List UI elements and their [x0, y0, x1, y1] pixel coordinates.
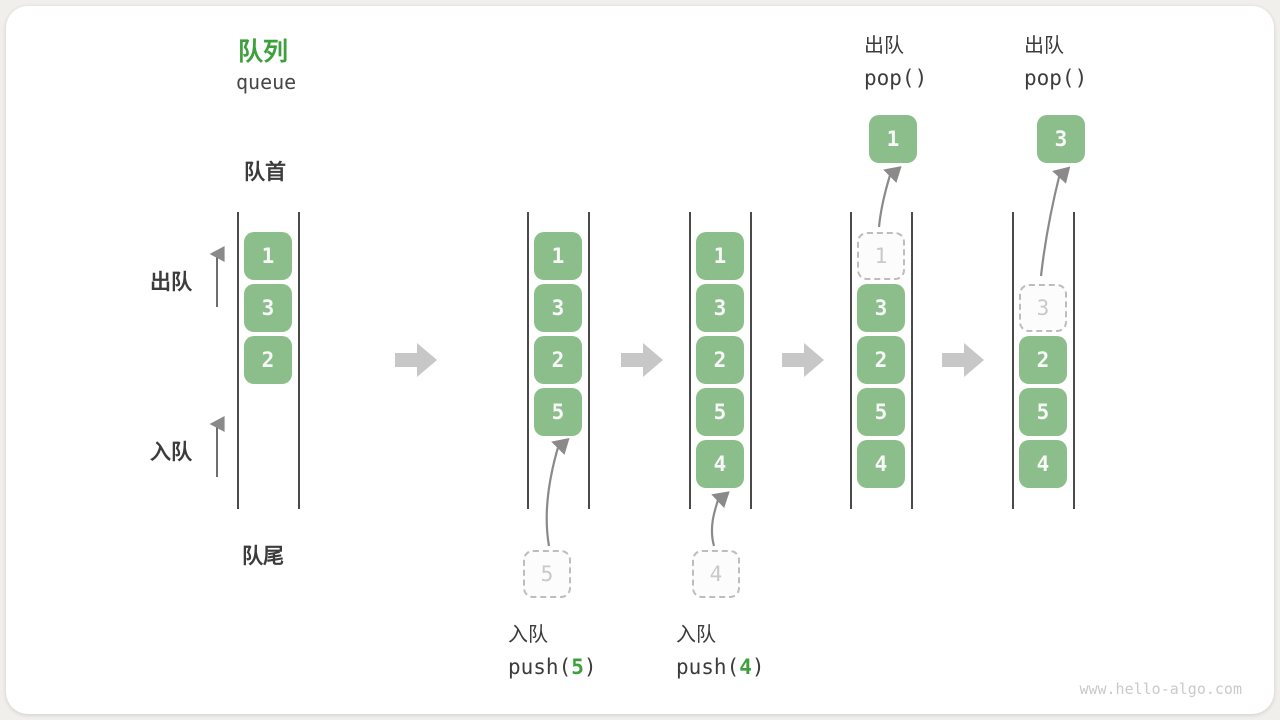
code-arg: 5: [571, 655, 584, 679]
dequeue-op-code: pop(): [864, 66, 928, 90]
queue-wall-line: [1012, 212, 1014, 509]
enqueue-op-label: 入队: [508, 624, 548, 646]
queue-wall-line: [527, 212, 529, 509]
pending-enqueue-item: 4: [692, 550, 740, 598]
pending-enqueue-item: 5: [523, 550, 571, 598]
queue-item: 1: [696, 232, 744, 280]
watermark: www.hello-algo.com: [1079, 680, 1242, 698]
queue-item: 1: [534, 232, 582, 280]
queue-item: 5: [696, 388, 744, 436]
code-post: ): [583, 655, 597, 679]
queue-item: 5: [1019, 388, 1067, 436]
queue-item: 1: [244, 232, 292, 280]
queue-wall-line: [750, 212, 752, 509]
queue-item: 3: [534, 284, 582, 332]
queue-item: 2: [244, 336, 292, 384]
dequeue-op-pop-1: 出队 pop(): [864, 31, 927, 95]
label-queue-rear: 队尾: [242, 545, 284, 568]
dequeue-op-code: pop(): [1024, 66, 1088, 90]
queue-item: 4: [857, 440, 905, 488]
code-pre: push(: [676, 655, 740, 679]
diagram-card: [6, 6, 1274, 714]
queue-item: 4: [1019, 440, 1067, 488]
enqueue-op-code: push(4): [676, 650, 765, 684]
dequeue-op-label: 出队: [1024, 35, 1064, 57]
queue-wall-line: [689, 212, 691, 509]
diagram-title: 队列: [238, 38, 289, 66]
popped-item: 1: [869, 115, 917, 163]
queue-wall-line: [911, 212, 913, 509]
queue-item: 3: [696, 284, 744, 332]
queue-item: 2: [534, 336, 582, 384]
label-queue-front: 队首: [244, 161, 286, 184]
queue-item: 3: [244, 284, 292, 332]
queue-item-ghost: 3: [1019, 284, 1067, 332]
queue-item: 5: [857, 388, 905, 436]
dequeue-op-pop-3: 出队 pop(): [1024, 31, 1087, 95]
queue-item: 2: [1019, 336, 1067, 384]
code-pre: push(: [508, 655, 572, 679]
queue-item: 2: [696, 336, 744, 384]
queue-item: 2: [857, 336, 905, 384]
queue-wall-line: [298, 212, 300, 509]
queue-wall-line: [1073, 212, 1075, 509]
queue-item: 5: [534, 388, 582, 436]
diagram-subtitle: queue: [236, 70, 297, 94]
enqueue-op-label: 入队: [676, 624, 716, 646]
popped-item: 3: [1037, 115, 1085, 163]
queue-item: 3: [857, 284, 905, 332]
queue-item: 4: [696, 440, 744, 488]
enqueue-op-push-5: 入队 push(5): [508, 620, 597, 684]
queue-wall-line: [850, 212, 852, 509]
code-arg: 4: [739, 655, 752, 679]
queue-item-ghost: 1: [857, 232, 905, 280]
queue-wall-line: [237, 212, 239, 509]
code-post: ): [751, 655, 765, 679]
queue-wall-line: [588, 212, 590, 509]
dequeue-op-label: 出队: [864, 35, 904, 57]
label-enqueue-side: 入队: [150, 441, 192, 464]
label-dequeue-side: 出队: [150, 271, 192, 294]
enqueue-op-push-4: 入队 push(4): [676, 620, 765, 684]
enqueue-op-code: push(5): [508, 650, 597, 684]
